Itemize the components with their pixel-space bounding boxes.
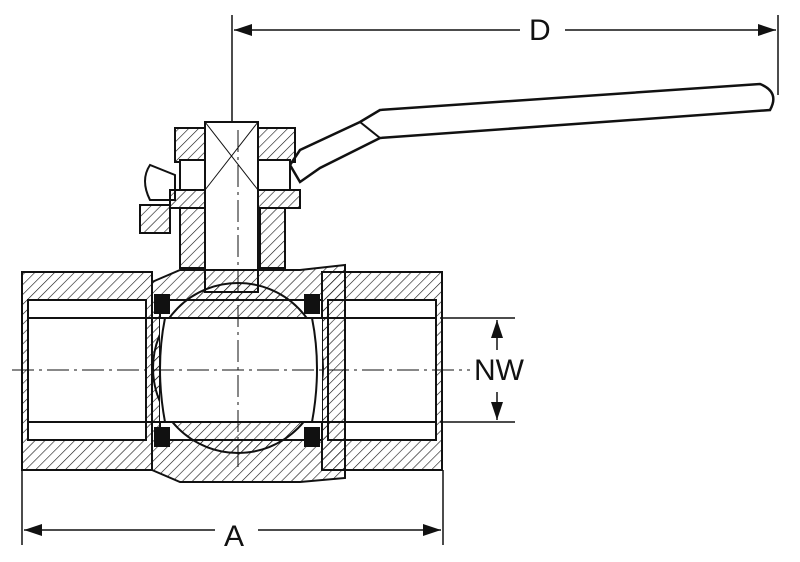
label-d: D — [525, 16, 555, 46]
dimension-d — [231, 15, 779, 130]
lever-handle — [288, 82, 775, 184]
label-a: A — [220, 522, 249, 552]
dimension-nw — [440, 317, 515, 423]
stem — [204, 121, 259, 293]
label-nw: NW — [470, 356, 528, 386]
dimension-a — [21, 470, 444, 545]
